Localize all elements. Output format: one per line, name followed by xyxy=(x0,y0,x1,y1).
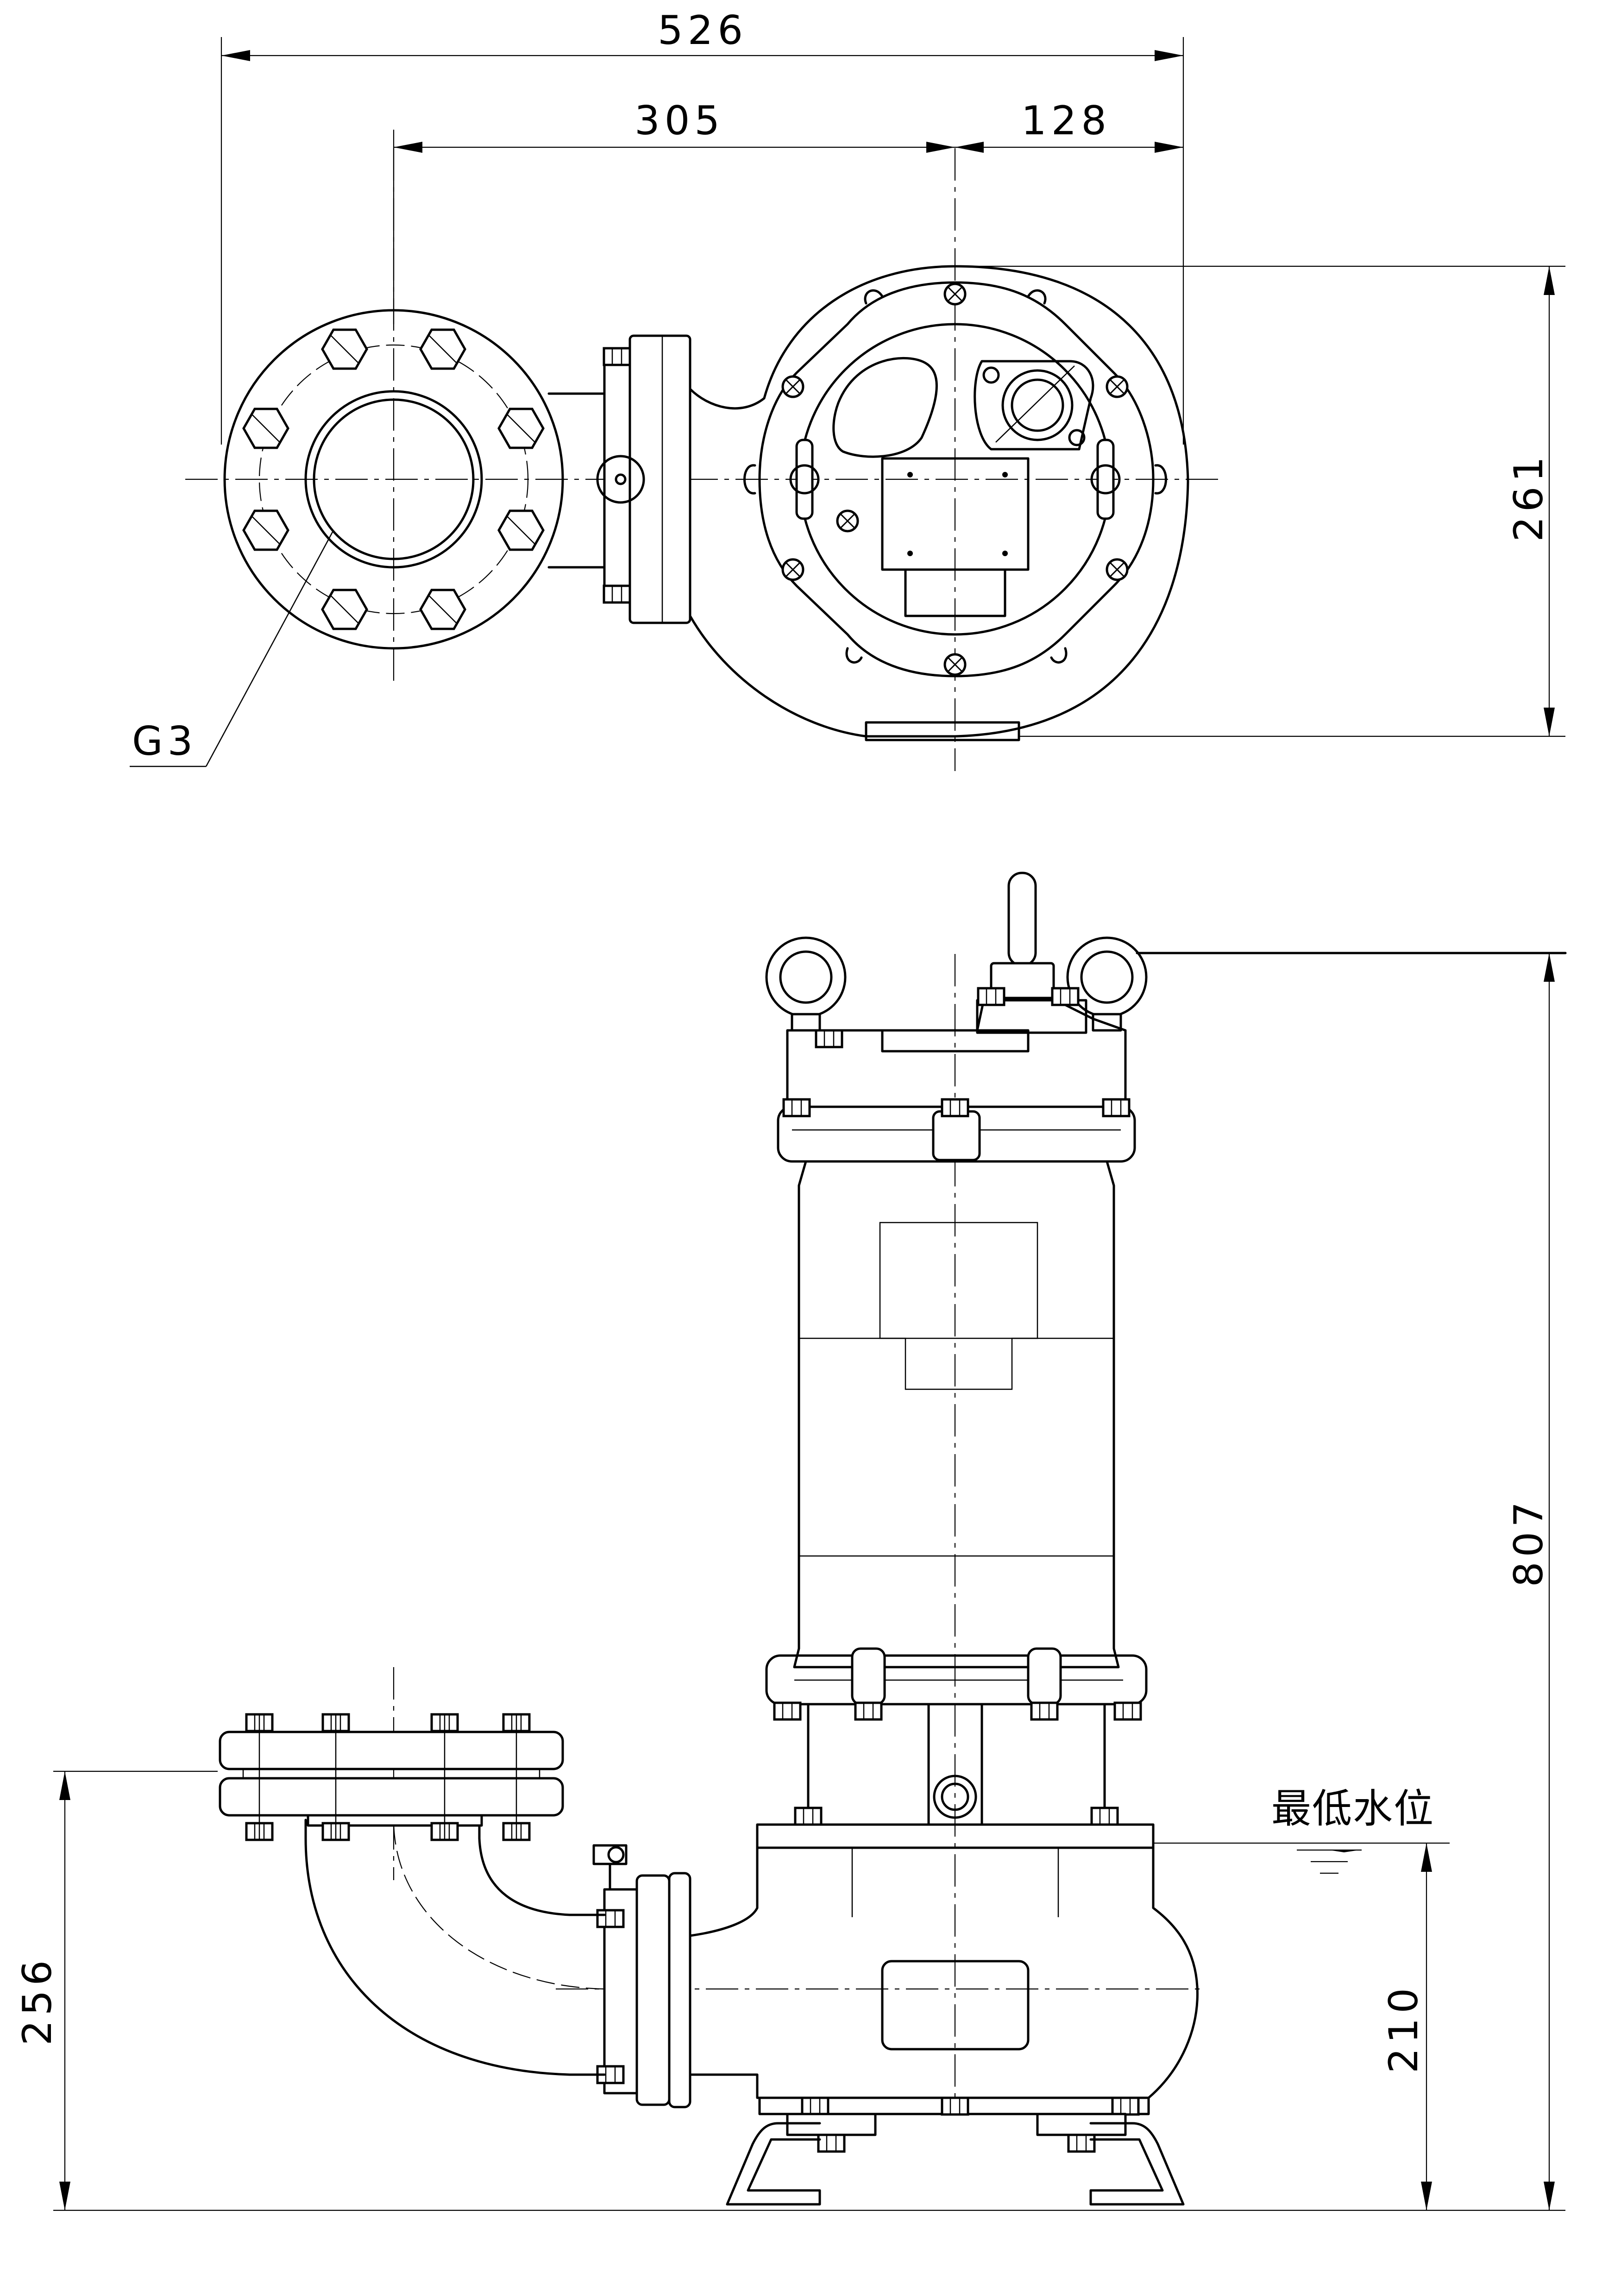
gland-box-plan xyxy=(974,360,1094,451)
bend-pipe xyxy=(304,1819,606,2076)
dim-min-level-height: 210 xyxy=(1381,1983,1427,2073)
eye-bolt-left xyxy=(765,936,847,1032)
stand-leg-left xyxy=(726,2122,821,2206)
motor-frame xyxy=(793,1160,1120,1669)
eye-bolt-right xyxy=(1066,936,1148,1032)
elevation-view xyxy=(219,872,1204,2206)
flange-callout-g3: G3 xyxy=(132,718,197,765)
dim-top-depth: 261 xyxy=(1506,452,1552,542)
pump-volute-casing xyxy=(689,1846,1199,2099)
elevation-dimensions: 807 256 最低水位 210 xyxy=(14,952,1567,2211)
g3-leader-line xyxy=(205,530,334,767)
cable-window-plan xyxy=(832,357,938,458)
duckfoot-flange-pair xyxy=(219,1713,564,1841)
dim-inlet-offset: 305 xyxy=(635,98,724,144)
dim-overall-height: 807 xyxy=(1506,1497,1552,1587)
stand-leg-right xyxy=(1089,2122,1185,2206)
motor-nameplate xyxy=(879,1222,1038,1390)
lifting-handle xyxy=(1007,872,1037,967)
plan-view: G3 xyxy=(130,148,1223,771)
motor-frame-plan xyxy=(758,281,1155,678)
dim-body-offset: 128 xyxy=(1021,98,1111,144)
min-water-level-label: 最低水位 xyxy=(1271,1786,1434,1832)
discharge-neck-plan xyxy=(547,392,606,569)
plan-dimensions: 526 305 128 261 xyxy=(220,7,1565,737)
casing-nameplate xyxy=(881,1960,1030,2051)
volute-casing-plan xyxy=(689,265,1189,738)
dim-flange-center-height: 256 xyxy=(14,1956,61,2045)
dim-overall-width: 526 xyxy=(658,7,748,54)
casing-discharge-flange xyxy=(635,1874,671,2106)
